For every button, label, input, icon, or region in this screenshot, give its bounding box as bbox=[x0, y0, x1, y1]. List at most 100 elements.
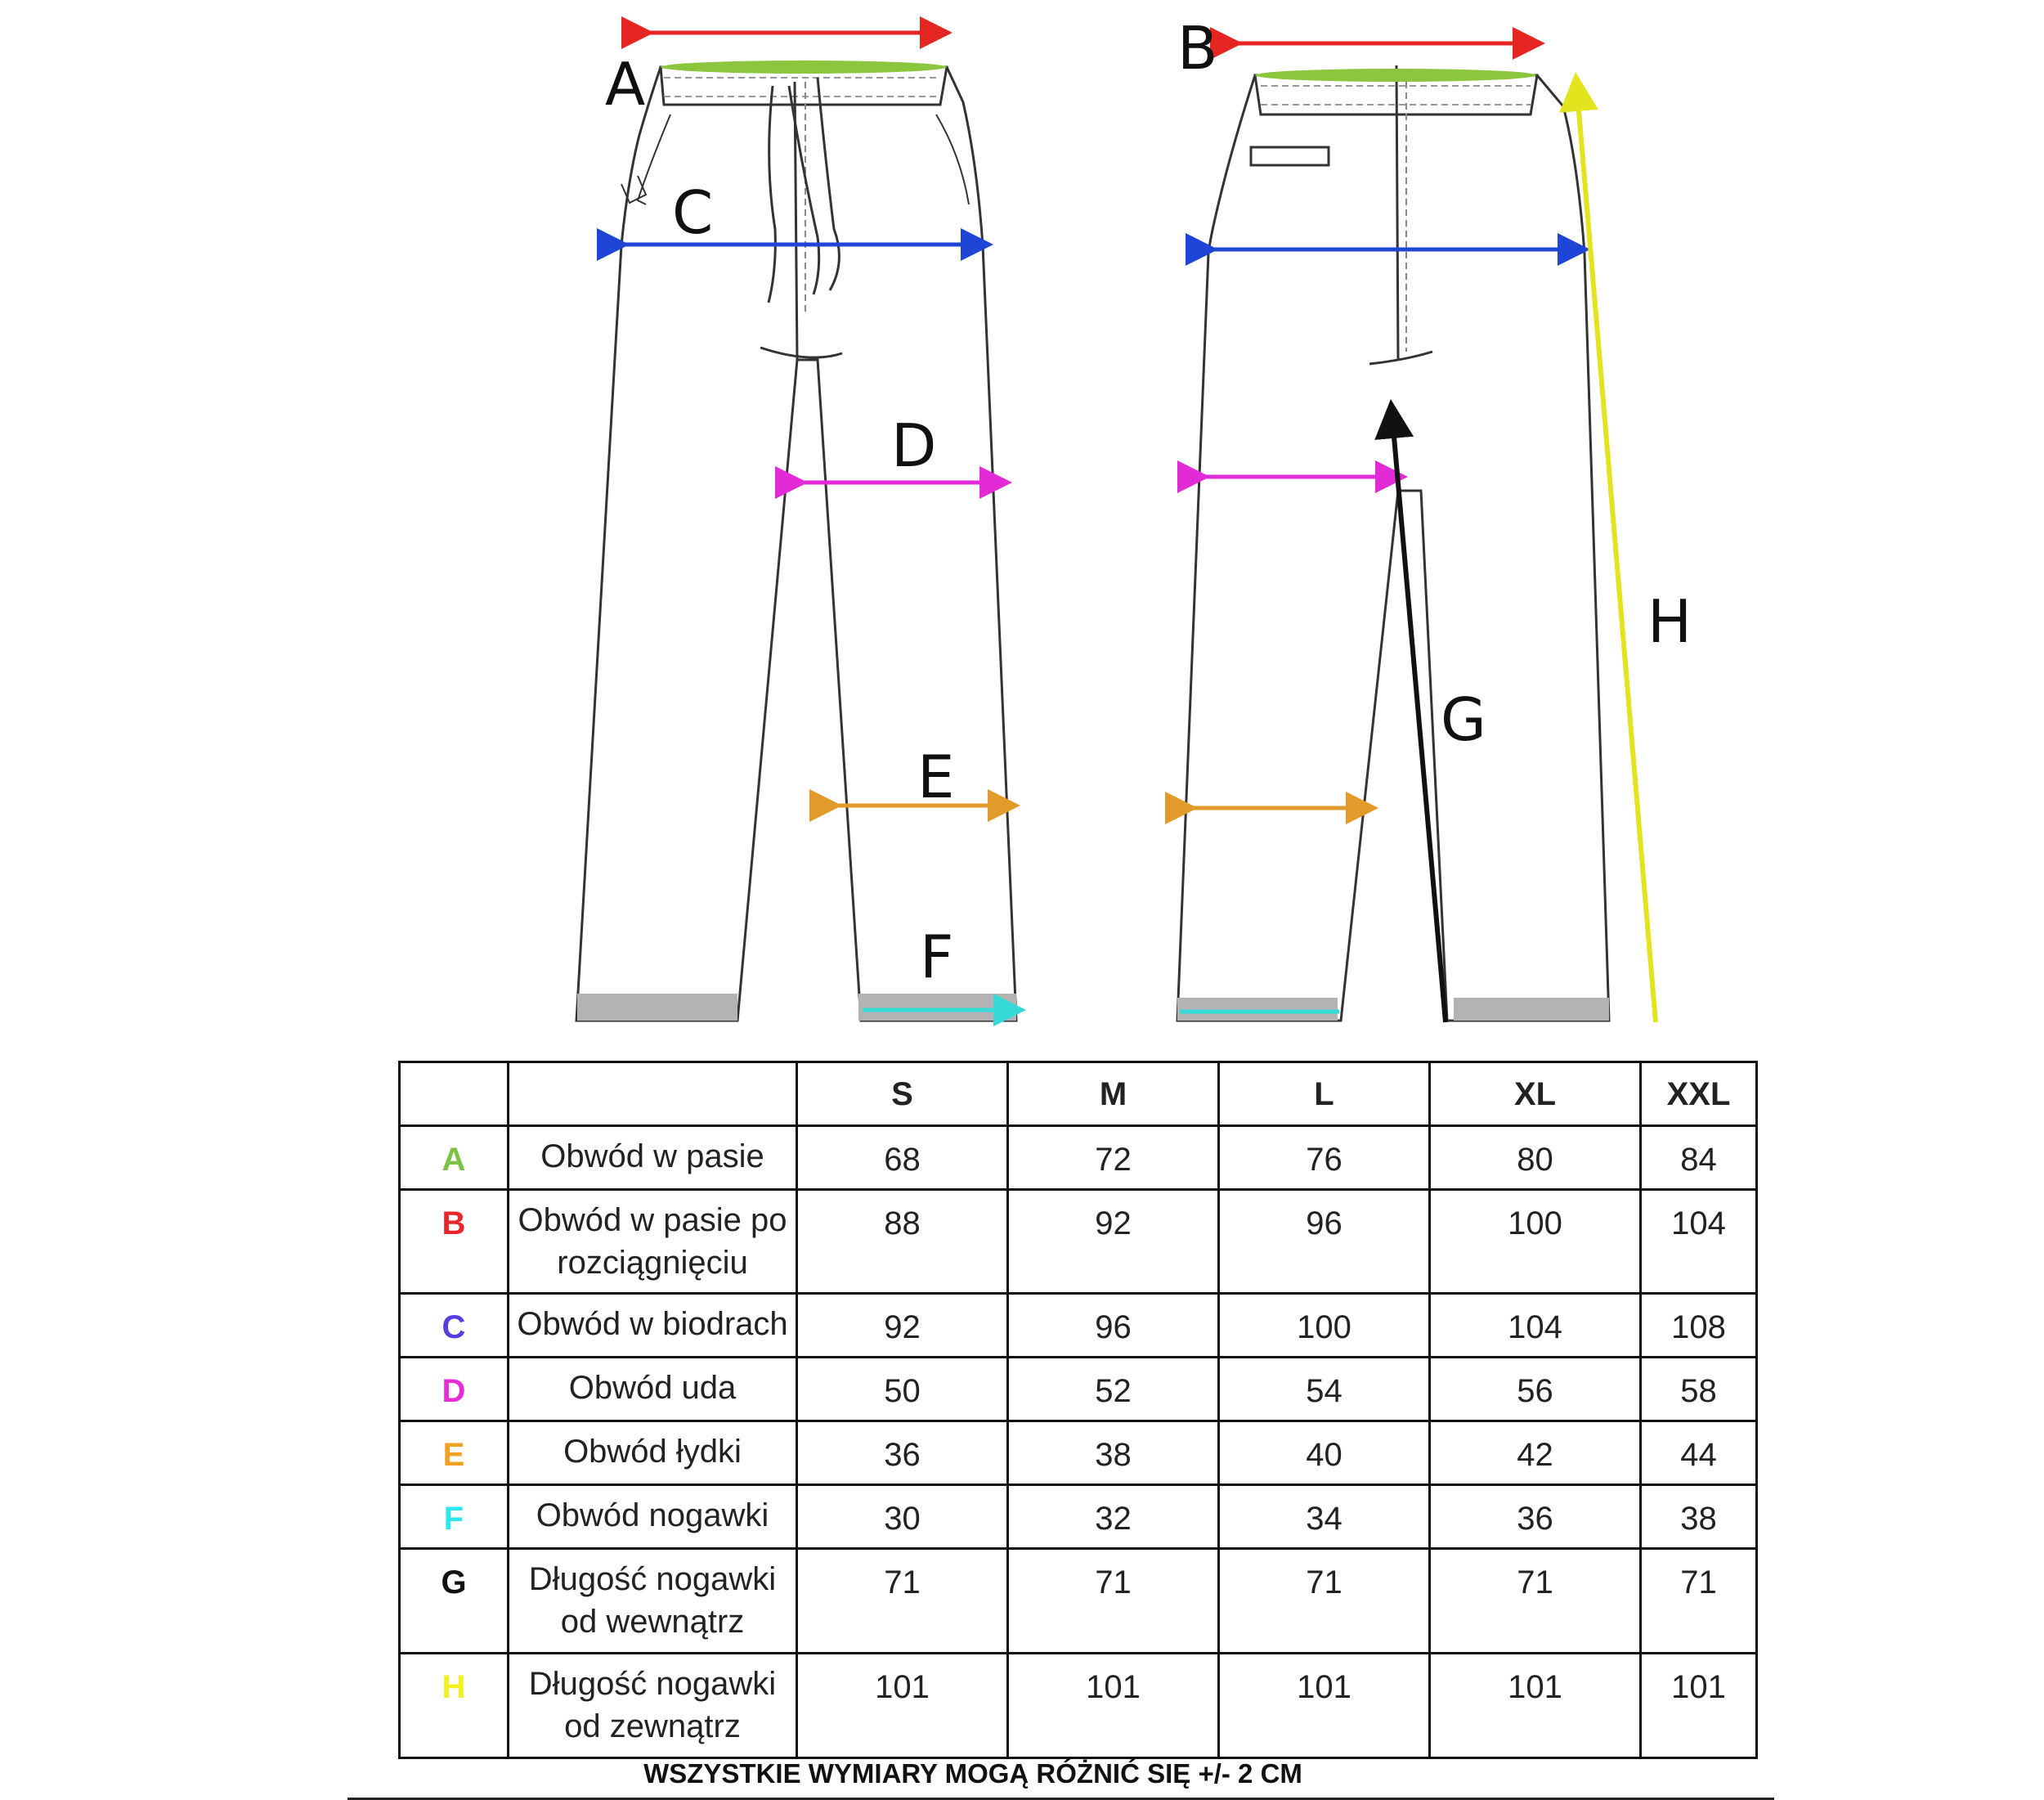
back-center-seam bbox=[1395, 65, 1400, 361]
row-label-line: Obwód uda bbox=[568, 1370, 737, 1406]
size-value-cell: 84 bbox=[1639, 1124, 1758, 1191]
size-value-cell: 42 bbox=[1428, 1420, 1642, 1486]
header-empty-letter bbox=[398, 1061, 509, 1127]
size-value-cell: 88 bbox=[796, 1188, 1009, 1295]
label-C: C bbox=[672, 178, 713, 247]
row-label: Obwód uda bbox=[507, 1356, 798, 1422]
back-label-patch bbox=[1249, 146, 1330, 167]
size-value-cell: 71 bbox=[1217, 1547, 1431, 1654]
size-value-cell: 58 bbox=[1639, 1356, 1758, 1422]
label-F: F bbox=[920, 922, 953, 991]
size-value-cell: 68 bbox=[796, 1124, 1009, 1191]
front-pocket-right bbox=[935, 114, 970, 205]
size-value-cell: 72 bbox=[1006, 1124, 1220, 1191]
header-size: L bbox=[1217, 1061, 1431, 1127]
row-letter: B bbox=[398, 1188, 509, 1295]
size-value-cell: 32 bbox=[1006, 1484, 1220, 1550]
label-B: B bbox=[1177, 14, 1217, 83]
size-value-cell: 71 bbox=[1639, 1547, 1758, 1654]
size-value-cell: 108 bbox=[1639, 1292, 1758, 1358]
size-value-cell: 38 bbox=[1006, 1420, 1220, 1486]
size-value-cell: 96 bbox=[1217, 1188, 1431, 1295]
label-E: E bbox=[917, 743, 955, 811]
size-value-cell: 101 bbox=[1639, 1652, 1758, 1759]
size-value-cell: 100 bbox=[1217, 1292, 1431, 1358]
size-value-cell: 71 bbox=[1428, 1547, 1642, 1654]
size-value-cell: 40 bbox=[1217, 1420, 1431, 1486]
size-value-cell: 54 bbox=[1217, 1356, 1431, 1422]
pants-front-view bbox=[575, 65, 1018, 1022]
waist-line-A-back bbox=[1255, 69, 1536, 82]
size-value-cell: 71 bbox=[1006, 1547, 1220, 1654]
size-value-cell: 101 bbox=[1217, 1652, 1431, 1759]
row-label: Obwód łydki bbox=[507, 1420, 798, 1486]
size-value-cell: 38 bbox=[1639, 1484, 1758, 1550]
size-value-cell: 100 bbox=[1428, 1188, 1642, 1295]
label-G: G bbox=[1441, 685, 1486, 754]
row-label: Obwód nogawki bbox=[507, 1484, 798, 1550]
row-label-line: Obwód nogawki bbox=[536, 1497, 769, 1533]
size-value-cell: 56 bbox=[1428, 1356, 1642, 1422]
row-label: Obwód w biodrach bbox=[507, 1292, 798, 1358]
size-value-cell: 34 bbox=[1217, 1484, 1431, 1550]
label-D: D bbox=[891, 411, 936, 480]
back-outline bbox=[1176, 74, 1611, 1022]
arrow-H bbox=[1559, 72, 1658, 1023]
waist-line-A-front bbox=[661, 61, 947, 74]
measurement-lines bbox=[597, 16, 1658, 1026]
header-empty-label bbox=[507, 1061, 798, 1127]
size-value-cell: 96 bbox=[1006, 1292, 1220, 1358]
size-value-cell: 76 bbox=[1217, 1124, 1431, 1191]
row-label-line: Obwód w biodrach bbox=[517, 1306, 788, 1342]
size-value-cell: 44 bbox=[1639, 1420, 1758, 1486]
row-label: Obwód w pasie po rozciągnięciu bbox=[507, 1188, 798, 1295]
front-hem-left bbox=[577, 994, 737, 1021]
row-letter: A bbox=[398, 1124, 509, 1191]
row-label-line: rozciągnięciu bbox=[557, 1245, 748, 1281]
size-value-cell: 92 bbox=[1006, 1188, 1220, 1295]
size-value-cell: 104 bbox=[1639, 1188, 1758, 1295]
size-value-cell: 36 bbox=[796, 1420, 1009, 1486]
back-hem-left bbox=[1177, 998, 1338, 1021]
measurement-labels: A B C D E F G H bbox=[605, 14, 1692, 991]
back-hem-right bbox=[1454, 998, 1609, 1021]
header-size: S bbox=[796, 1061, 1009, 1127]
size-value-cell: 36 bbox=[1428, 1484, 1642, 1550]
size-value-cell: 30 bbox=[796, 1484, 1009, 1550]
row-label: Długość nogawki od wewnątrz bbox=[507, 1547, 798, 1654]
header-size: XL bbox=[1428, 1061, 1642, 1127]
size-value-cell: 101 bbox=[1428, 1652, 1642, 1759]
size-value-cell: 80 bbox=[1428, 1124, 1642, 1191]
row-label: Długość nogawki od zewnątrz bbox=[507, 1652, 798, 1759]
row-letter: G bbox=[398, 1547, 509, 1654]
size-value-cell: 52 bbox=[1006, 1356, 1220, 1422]
row-letter: D bbox=[398, 1356, 509, 1422]
row-letter: E bbox=[398, 1420, 509, 1486]
row-letter: H bbox=[398, 1652, 509, 1759]
size-value-cell: 71 bbox=[796, 1547, 1009, 1654]
size-value-cell: 101 bbox=[1006, 1652, 1220, 1759]
row-label-line: Obwód łydki bbox=[563, 1434, 742, 1470]
size-value-cell: 104 bbox=[1428, 1292, 1642, 1358]
row-label-line: Długość nogawki bbox=[528, 1666, 777, 1702]
arrow-G bbox=[1374, 399, 1448, 1023]
pants-back-view bbox=[1176, 65, 1611, 1022]
row-label-line: Obwód w pasie po bbox=[518, 1202, 787, 1238]
row-label-line: od wewnątrz bbox=[560, 1604, 745, 1640]
size-value-cell: 50 bbox=[796, 1356, 1009, 1422]
row-label: Obwód w pasie bbox=[507, 1124, 798, 1191]
size-value-cell: 92 bbox=[796, 1292, 1009, 1358]
table-header-row: S M L XL XXL bbox=[398, 1061, 1758, 1127]
row-label-line: Długość nogawki bbox=[528, 1561, 777, 1597]
row-letter: F bbox=[398, 1484, 509, 1550]
drawstring bbox=[767, 77, 840, 303]
row-label-line: od zewnątrz bbox=[564, 1708, 741, 1744]
